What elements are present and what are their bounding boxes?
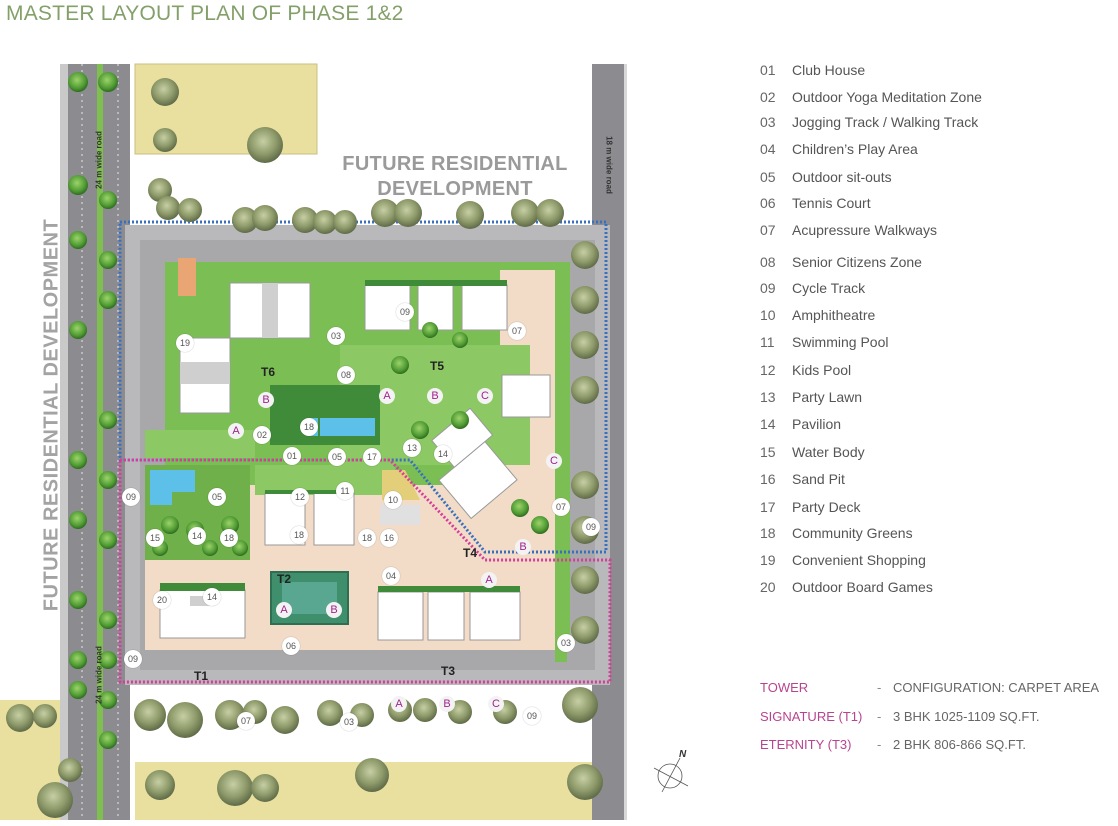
map-marker-14c[interactable]: 14 — [203, 588, 221, 606]
map-marker-01[interactable]: 01 — [283, 447, 301, 465]
map-marker-18d[interactable]: 18 — [358, 529, 376, 547]
map-marker-05[interactable]: 05 — [328, 448, 346, 466]
map-marker-07[interactable]: 07 — [508, 322, 526, 340]
wing-t5-b: B — [427, 388, 443, 404]
map-marker-10[interactable]: 10 — [384, 491, 402, 509]
tower-label-t3[interactable]: T3 — [440, 664, 456, 678]
page-title: MASTER LAYOUT PLAN OF PHASE 1&2 — [6, 2, 404, 25]
map-marker-09d[interactable]: 09 — [124, 650, 142, 668]
map-marker-02[interactable]: 02 — [253, 426, 271, 444]
map-marker-12[interactable]: 12 — [291, 488, 309, 506]
map-marker-07c[interactable]: 07 — [237, 712, 255, 730]
map-marker-18[interactable]: 18 — [300, 418, 318, 436]
map-marker-08[interactable]: 08 — [337, 366, 355, 384]
map-marker-03[interactable]: 03 — [327, 327, 345, 345]
wing-t6-b: B — [258, 392, 274, 408]
map-marker-19[interactable]: 19 — [176, 334, 194, 352]
map-marker-13[interactable]: 13 — [403, 439, 421, 457]
map-marker-09e[interactable]: 09 — [523, 707, 541, 725]
wing-t3-b: B — [439, 696, 455, 712]
wing-t5-a: A — [379, 388, 395, 404]
tower-label-t1[interactable]: T1 — [193, 669, 209, 683]
map-marker-03c[interactable]: 03 — [340, 713, 358, 731]
map-marker-09b[interactable]: 09 — [122, 488, 140, 506]
master-plan-map: FUTURE RESIDENTIAL DEVELOPMENT FUTURE RE… — [0, 60, 630, 826]
wing-t4-a: A — [481, 572, 497, 588]
tower-label-t6[interactable]: T6 — [260, 365, 276, 379]
wing-t6-a: A — [228, 423, 244, 439]
wing-t3-a: A — [391, 696, 407, 712]
map-marker-05b[interactable]: 05 — [208, 488, 226, 506]
future-development-label-left: FUTURE RESIDENTIAL DEVELOPMENT — [40, 218, 63, 612]
map-marker-16[interactable]: 16 — [380, 529, 398, 547]
map-marker-11[interactable]: 11 — [336, 482, 354, 500]
tower-label-t5[interactable]: T5 — [429, 359, 445, 373]
map-marker-06[interactable]: 06 — [282, 637, 300, 655]
wing-t2-a: A — [276, 602, 292, 618]
map-marker-14[interactable]: 14 — [434, 445, 452, 463]
wing-c-east: C — [546, 453, 562, 469]
map-marker-15[interactable]: 15 — [146, 529, 164, 547]
map-marker-18c[interactable]: 18 — [290, 526, 308, 544]
map-marker-04[interactable]: 04 — [382, 567, 400, 585]
tower-label-t4[interactable]: T4 — [462, 546, 478, 560]
map-marker-17[interactable]: 17 — [363, 448, 381, 466]
wing-t4-b: B — [515, 539, 531, 555]
road-label-left-bottom: 24 m wide road — [94, 646, 104, 704]
future-development-label-top: FUTURE RESIDENTIAL DEVELOPMENT — [342, 153, 568, 200]
map-marker-09c[interactable]: 09 — [582, 518, 600, 536]
map-marker-07b[interactable]: 07 — [552, 498, 570, 516]
north-compass-icon: N — [652, 746, 692, 801]
wing-t3-c: C — [488, 696, 504, 712]
wing-t5-c: C — [477, 388, 493, 404]
map-marker-20[interactable]: 20 — [153, 591, 171, 609]
map-marker-14b[interactable]: 14 — [188, 527, 206, 545]
tower-label-t2[interactable]: T2 — [276, 572, 292, 586]
map-marker-03b[interactable]: 03 — [557, 634, 575, 652]
road-label-left-top: 24 m wide road — [94, 131, 104, 189]
svg-text:N: N — [679, 749, 687, 760]
map-marker-09[interactable]: 09 — [396, 303, 414, 321]
map-marker-18b[interactable]: 18 — [220, 529, 238, 547]
road-label-right: 18 m wide road — [604, 136, 614, 194]
wing-t2-b: B — [326, 602, 342, 618]
